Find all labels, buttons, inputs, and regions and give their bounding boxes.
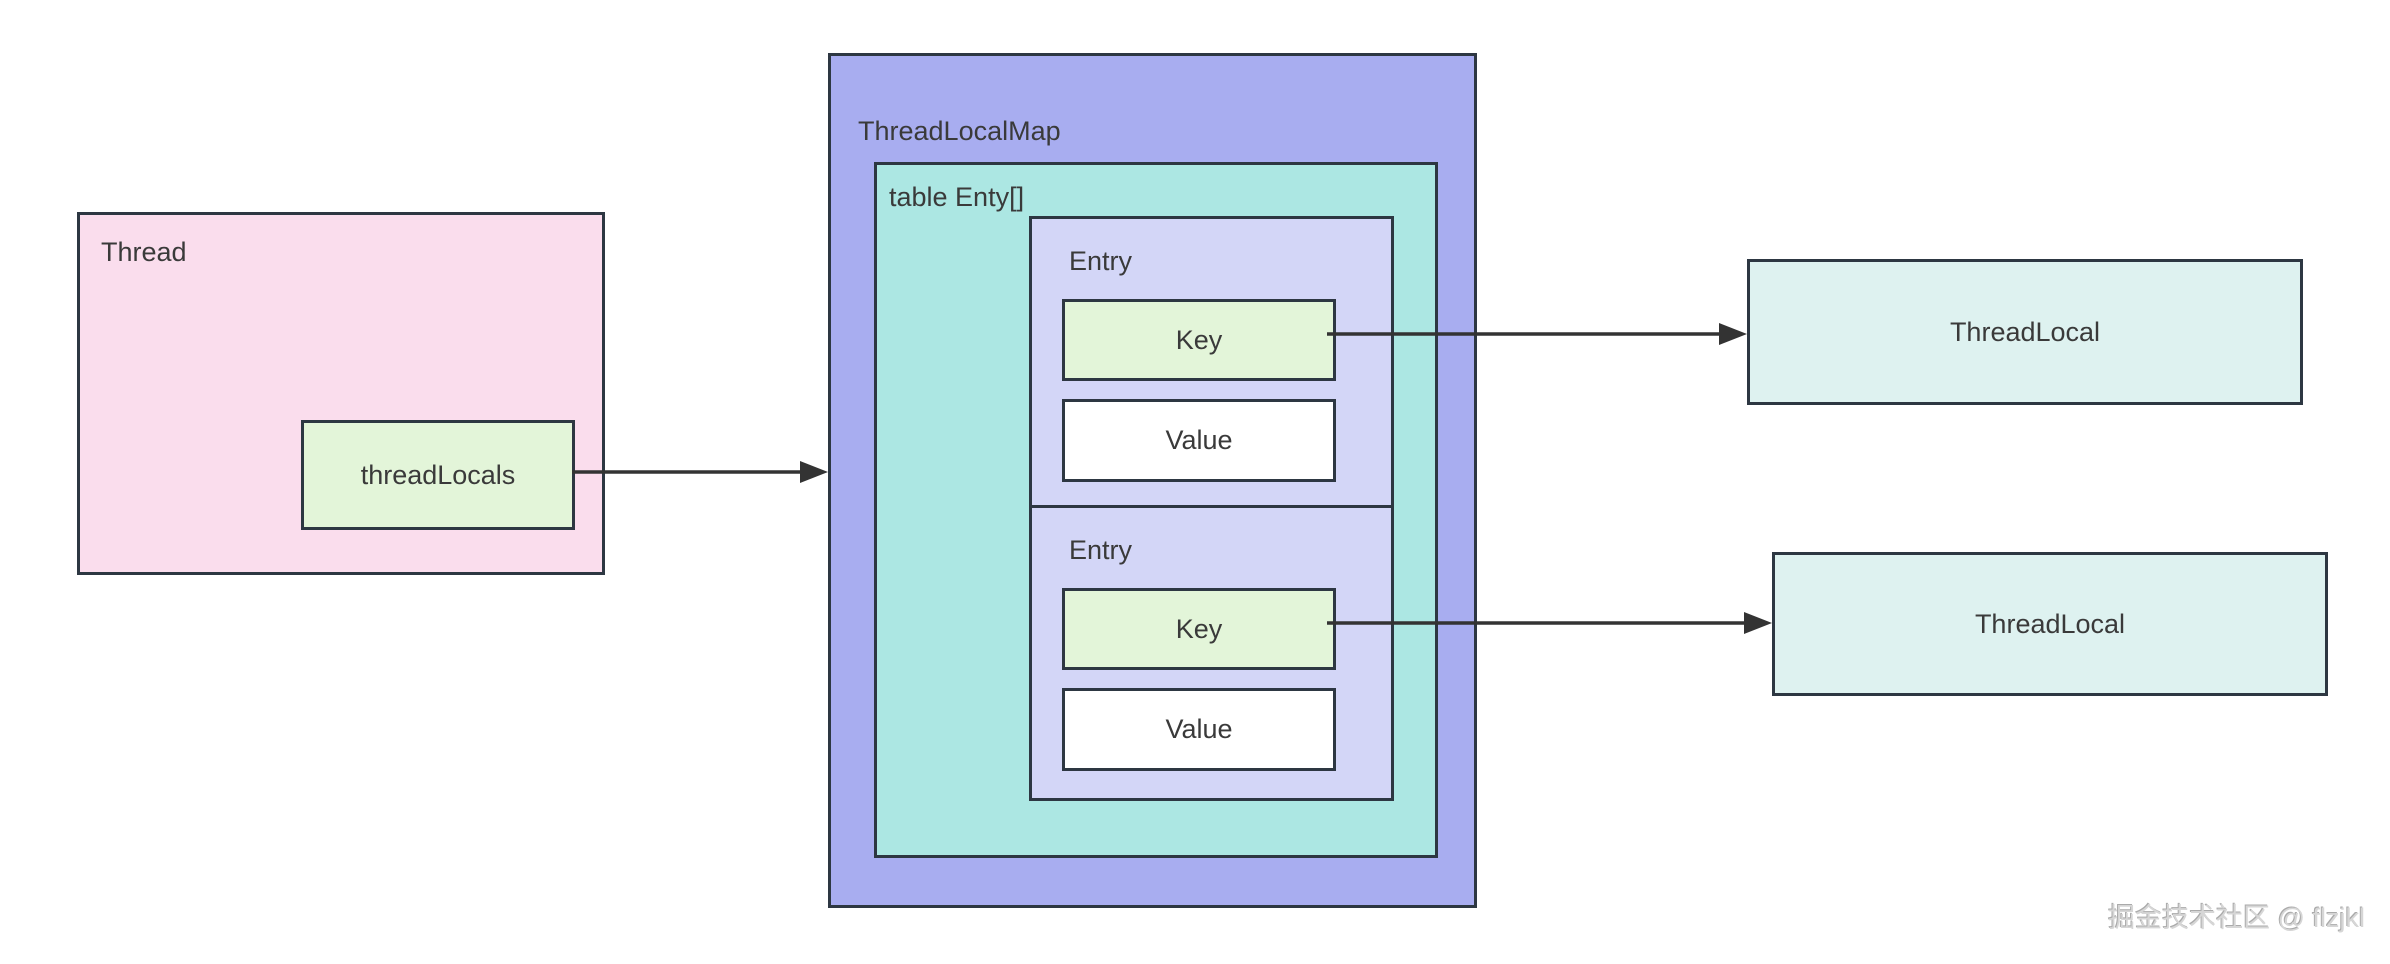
thread-box-title: Thread — [101, 237, 187, 267]
thread-box: Thread threadLocals — [77, 212, 605, 575]
table-entry-array-title: table Enty[] — [889, 182, 1025, 212]
entry-1-value-box: Value — [1062, 399, 1336, 482]
thread-local-box-2: ThreadLocal — [1772, 552, 2328, 696]
entry-box-2: Entry Key Value — [1029, 505, 1394, 801]
entry-2-key-label: Key — [1175, 613, 1223, 644]
thread-local-map-title: ThreadLocalMap — [858, 116, 1061, 146]
entry-1-key-label: Key — [1175, 324, 1223, 355]
entry-1-title: Entry — [1069, 246, 1133, 276]
thread-local-map-box: ThreadLocalMap table Enty[] Entry Key Va… — [828, 53, 1477, 908]
thread-local-2-label: ThreadLocal — [1974, 608, 2126, 639]
entry-2-title: Entry — [1069, 535, 1133, 565]
entry-2-key-box: Key — [1062, 588, 1336, 670]
entry-1-value-label: Value — [1165, 425, 1233, 455]
thread-locals-label: threadLocals — [360, 459, 516, 490]
table-entry-array-box: table Enty[] Entry Key Value Entry Key V… — [874, 162, 1438, 858]
watermark: 掘金技术社区 @ flzjkl — [2108, 903, 2365, 933]
entry-2-value-box: Value — [1062, 688, 1336, 771]
thread-locals-box: threadLocals — [301, 420, 575, 530]
entry-2-value-label: Value — [1165, 714, 1233, 744]
arrow-threadlocals-to-map — [572, 461, 828, 483]
entry-1-key-box: Key — [1062, 299, 1336, 381]
thread-local-box-1: ThreadLocal — [1747, 259, 2303, 405]
entry-box-1: Entry Key Value — [1029, 216, 1394, 508]
thread-local-1-label: ThreadLocal — [1949, 316, 2101, 347]
